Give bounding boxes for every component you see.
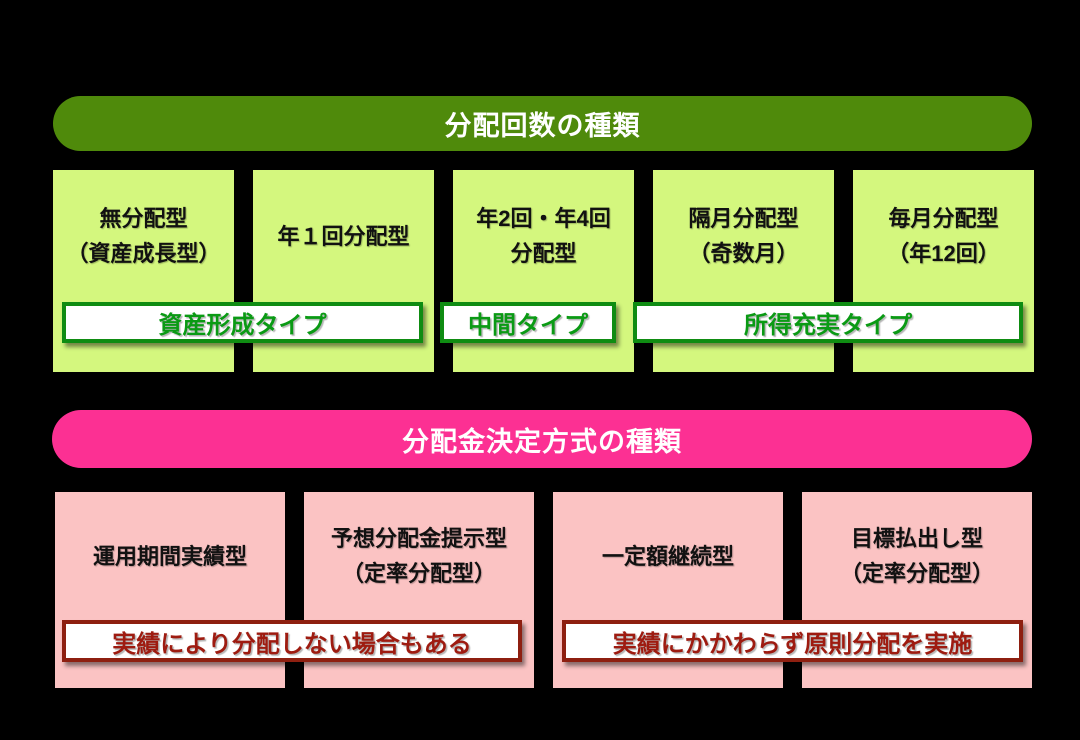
- frequency-header-title: 分配回数の種類: [444, 111, 641, 141]
- note-label-may-not-distribute: 実績により分配しない場合もある: [62, 620, 522, 662]
- box-monthly-distribution-label: 毎月分配型 （年12回）: [887, 206, 1000, 266]
- box-performance-period-label: 運用期間実績型: [92, 543, 247, 569]
- type-label-intermediate: 中間タイプ: [440, 302, 616, 343]
- box-fixed-amount-label: 一定額継続型: [601, 543, 734, 569]
- box-annual-distribution-label: 年１回分配型: [277, 223, 410, 249]
- note-label-distribute-regardless-text: 実績にかかわらず原則分配を実施: [612, 630, 973, 658]
- type-label-intermediate-text: 中間タイプ: [468, 312, 588, 339]
- method-header-title: 分配金決定方式の種類: [402, 426, 682, 457]
- type-label-asset-formation-text: 資産形成タイプ: [158, 312, 327, 339]
- method-header: 分配金決定方式の種類: [52, 410, 1032, 468]
- frequency-header: 分配回数の種類: [53, 96, 1032, 151]
- type-label-asset-formation: 資産形成タイプ: [62, 302, 423, 343]
- box-no-distribution-label: 無分配型 （資産成長型）: [66, 206, 221, 266]
- type-label-income-enhancement-text: 所得充実タイプ: [744, 312, 912, 339]
- box-expected-distribution-label: 予想分配金提示型 （定率分配型）: [330, 526, 507, 586]
- box-bimonthly-distribution-label: 隔月分配型 （奇数月）: [688, 206, 799, 266]
- note-label-may-not-distribute-text: 実績により分配しない場合もある: [112, 630, 472, 658]
- box-semiannual-distribution-label: 年2回・年4回 分配型: [476, 206, 611, 266]
- box-target-payout-label: 目標払出し型 （定率分配型）: [839, 526, 994, 586]
- type-label-income-enhancement: 所得充実タイプ: [633, 302, 1023, 343]
- note-label-distribute-regardless: 実績にかかわらず原則分配を実施: [562, 620, 1023, 662]
